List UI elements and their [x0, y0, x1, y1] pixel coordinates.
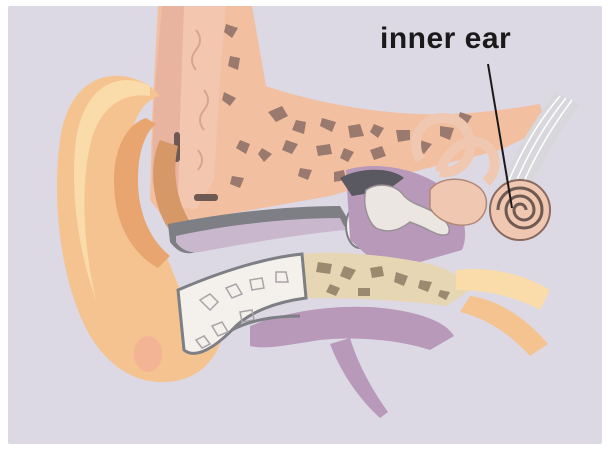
earlobe-highlight	[134, 336, 162, 372]
cochlea	[490, 180, 550, 240]
vessel-mark	[194, 194, 218, 201]
vestibule	[430, 179, 486, 225]
inner-ear-label: inner ear	[380, 22, 511, 56]
